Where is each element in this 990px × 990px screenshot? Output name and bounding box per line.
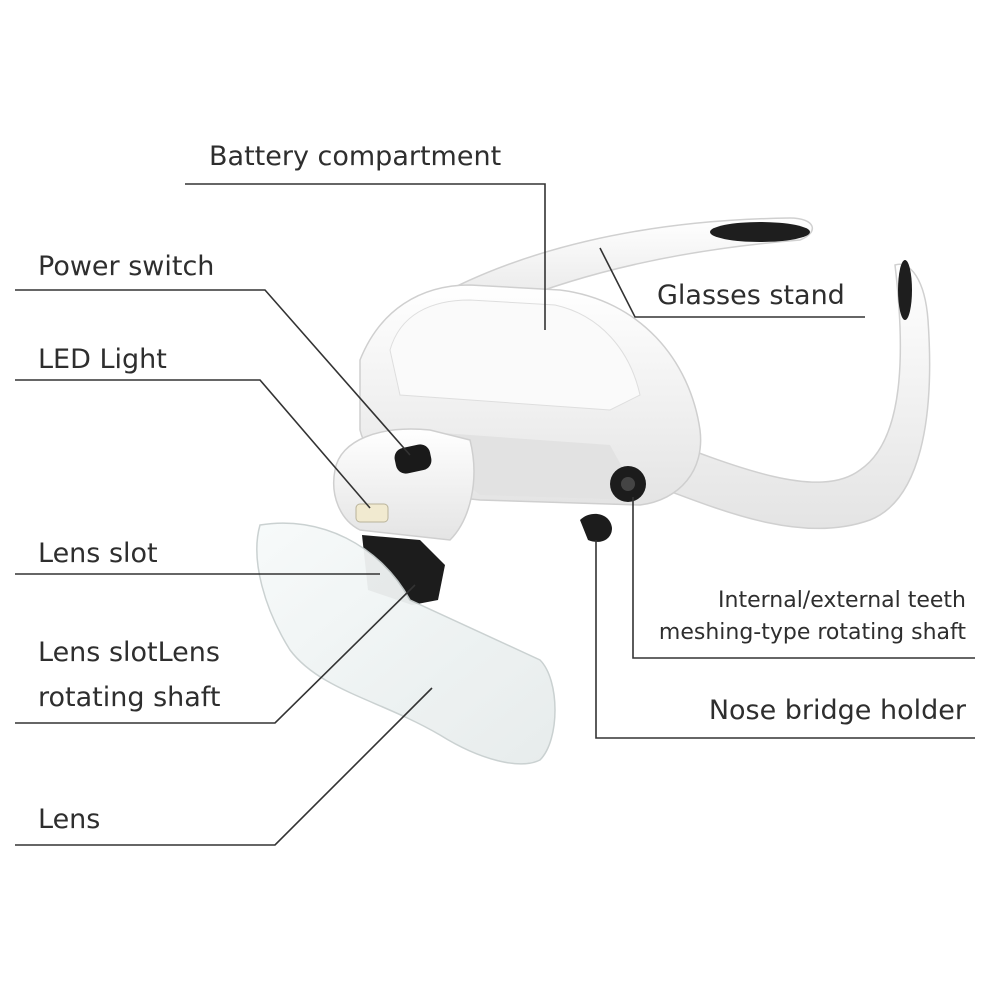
leader-led-light	[15, 379, 371, 509]
label-nose-bridge-holder: Nose bridge holder	[708, 695, 966, 726]
label-lens-slot: Lens slot	[38, 538, 158, 569]
label-teeth-shaft-line1: Internal/external teeth	[718, 588, 966, 613]
leader-battery-compartment	[185, 183, 546, 330]
label-battery-compartment: Battery compartment	[209, 141, 502, 172]
rotating-shaft-knob-inner	[621, 477, 635, 491]
led-light-lamp	[355, 503, 389, 523]
leader-rotating-shaft	[15, 584, 416, 724]
label-rotating-shaft-line1: Lens slotLens	[38, 637, 220, 668]
label-teeth-shaft-line2: meshing-type rotating shaft	[658, 620, 966, 645]
glasses-stand-arm-right	[639, 263, 931, 530]
leader-lines	[15, 183, 975, 846]
lens-plate	[256, 522, 556, 765]
leader-teeth-shaft	[632, 497, 975, 659]
power-switch-button	[394, 444, 432, 474]
leader-lens	[15, 687, 433, 846]
label-lens: Lens	[38, 804, 101, 835]
leader-glasses-stand	[599, 247, 865, 318]
label-rotating-shaft-line2: rotating shaft	[38, 682, 221, 713]
arm-pad-right	[898, 260, 912, 320]
label-led-light: LED Light	[38, 344, 167, 375]
leader-nose-bridge	[595, 540, 975, 739]
nose-bridge-holder-part	[580, 513, 612, 542]
label-power-switch: Power switch	[38, 251, 215, 282]
housing-top-panel	[389, 299, 641, 411]
arm-pad-left	[710, 222, 810, 242]
led-module	[333, 428, 475, 541]
label-glasses-stand: Glasses stand	[657, 280, 845, 311]
leader-power-switch	[15, 289, 411, 456]
